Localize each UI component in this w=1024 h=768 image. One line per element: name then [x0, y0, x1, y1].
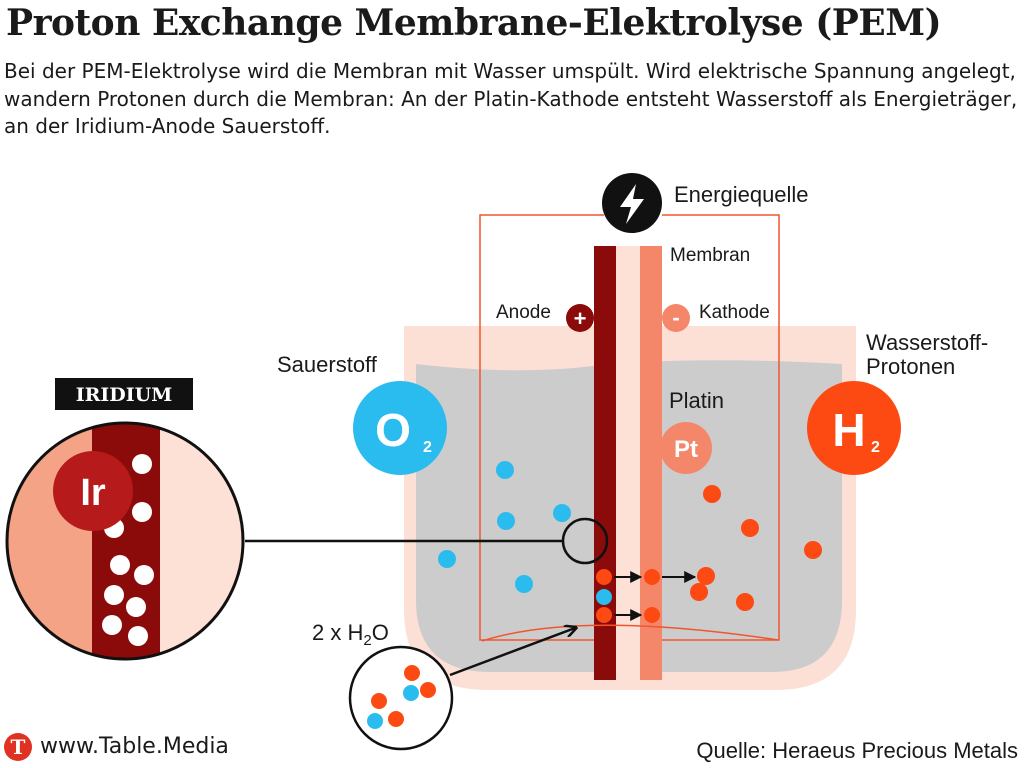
- oxygen-particle: [438, 550, 456, 568]
- platinum-symbol: Pt: [674, 436, 698, 463]
- water-inlet-line: [481, 624, 779, 642]
- hydrogen-particle: [644, 569, 660, 585]
- membrane: [616, 246, 640, 680]
- oxygen-particle: [596, 589, 612, 605]
- energy-source-label: Energiequelle: [674, 182, 809, 207]
- iridium-tag-label: IRIDIUM: [76, 384, 173, 406]
- iridium-symbol: Ir: [80, 472, 106, 514]
- anode-label: Anode: [496, 302, 551, 323]
- circuit-wire: [479, 214, 780, 641]
- oxygen-particles: [438, 461, 612, 605]
- iridium-tag: [55, 378, 193, 410]
- hydrogen-particle: [736, 593, 754, 611]
- hydrogen-particle: [596, 569, 612, 585]
- table-media-logo: T: [4, 733, 32, 761]
- page-title: Proton Exchange Membrane-Elektrolyse (PE…: [6, 2, 942, 44]
- water-label: 2 x H2O: [312, 620, 389, 649]
- iridium-badge: [53, 451, 133, 531]
- iridium-particles: [102, 454, 154, 646]
- site-url: www.Table.Media: [40, 734, 229, 759]
- hydrogen-symbol: H: [832, 404, 865, 456]
- anode-plus-icon: [566, 304, 594, 332]
- anode-sign: +: [574, 306, 587, 331]
- cathode-label: Kathode: [699, 302, 770, 323]
- cathode-sign: -: [672, 305, 679, 330]
- lightning-icon: [620, 184, 644, 224]
- hydrogen-label-line1: Wasserstoff-: [866, 330, 988, 355]
- source-credit: Quelle: Heraeus Precious Metals: [696, 738, 1018, 763]
- hydrogen-label-line2: Protonen: [866, 354, 955, 379]
- intro-text: Bei der PEM-Elektrolyse wird die Membran…: [4, 59, 1018, 138]
- water-label-suffix: O: [372, 620, 389, 645]
- oxygen-symbol: O: [375, 404, 411, 456]
- oxygen-particle: [553, 504, 571, 522]
- oxygen-subscript: 2: [423, 439, 432, 456]
- hydrogen-particle: [596, 607, 612, 623]
- hydrogen-particles: [596, 485, 822, 623]
- hydrogen-particle: [644, 607, 660, 623]
- platinum-badge: [660, 422, 712, 474]
- hydrogen-subscript: 2: [871, 439, 880, 456]
- oxygen-molecule-icon: [353, 381, 447, 475]
- water-molecules: [367, 665, 436, 729]
- hydrogen-particle: [804, 541, 822, 559]
- hydrogen-molecule-icon: [807, 381, 901, 475]
- iridium-zoom-border: [5, 421, 245, 661]
- iridium-zoom: Ir: [7, 423, 243, 659]
- hydrogen-particle: [703, 485, 721, 503]
- hydrogen-particle: [697, 567, 715, 585]
- oxygen-label: Sauerstoff: [277, 352, 378, 377]
- water-zoom-circle: [348, 645, 454, 751]
- hydrogen-particle: [741, 519, 759, 537]
- water-zoom-arrow: [449, 628, 575, 677]
- platinum-label: Platin: [669, 388, 724, 413]
- water-label-prefix: 2 x H: [312, 620, 363, 645]
- proton-flow-arrows: [614, 571, 697, 621]
- oxygen-particle: [515, 575, 533, 593]
- membrane-label: Membran: [670, 245, 750, 266]
- cathode-minus-icon: [662, 304, 690, 332]
- hydrogen-particle: [690, 583, 708, 601]
- oxygen-particle: [496, 461, 514, 479]
- water-label-subscript: 2: [363, 632, 371, 649]
- oxygen-particle: [497, 512, 515, 530]
